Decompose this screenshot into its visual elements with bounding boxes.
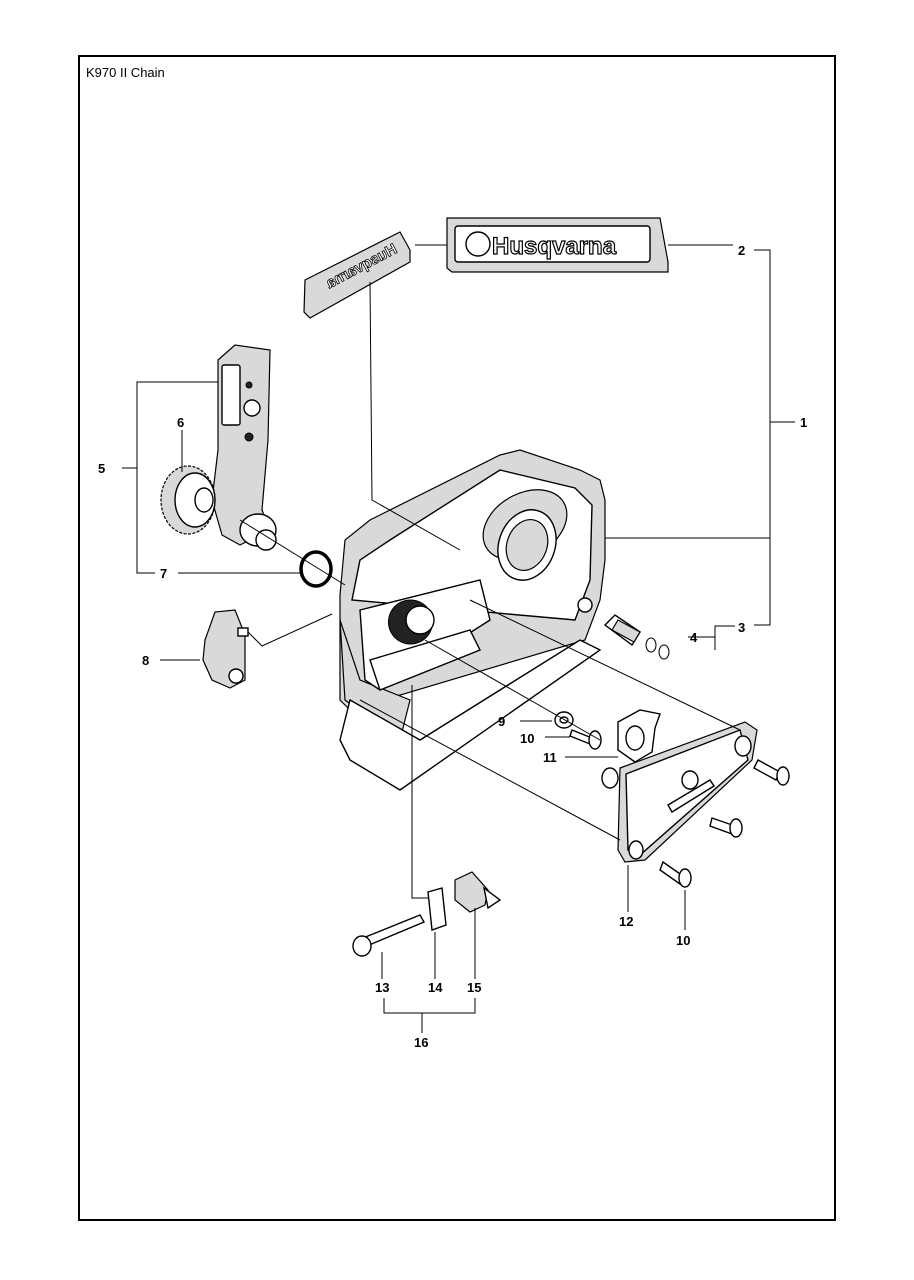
- callout-10b: 10: [676, 933, 690, 948]
- callout-10a: 10: [520, 731, 534, 746]
- callout-9: 9: [498, 714, 505, 729]
- diagram-title: K970 II Chain: [86, 65, 165, 80]
- gear-wheel: [160, 465, 216, 535]
- tension-arm: [211, 344, 277, 551]
- callout-3: 3: [738, 620, 745, 635]
- callout-14: 14: [428, 980, 443, 995]
- tension-nut: [427, 887, 447, 931]
- callout-2: 2: [738, 243, 745, 258]
- callout-4: 4: [690, 630, 698, 645]
- side-plate: [601, 721, 758, 863]
- callout-7: 7: [160, 566, 167, 581]
- callout-6: 6: [177, 415, 184, 430]
- callout-13: 13: [375, 980, 389, 995]
- callout-5: 5: [98, 461, 105, 476]
- nozzle-assembly: [603, 614, 670, 660]
- screw-small: [569, 729, 602, 750]
- callout-12: 12: [619, 914, 633, 929]
- callout-1: 1: [800, 415, 807, 430]
- adjust-knob: [202, 609, 249, 689]
- tension-block: [454, 871, 502, 913]
- plate-screws: [659, 759, 790, 888]
- diagram-frame: [78, 55, 836, 1221]
- callout-16: 16: [414, 1035, 428, 1050]
- callout-8: 8: [142, 653, 149, 668]
- decal-mirrored: Husqvarna: [303, 231, 411, 319]
- tension-bolt: [352, 914, 426, 957]
- decal-husqvarna: Husqvarna: [446, 217, 669, 273]
- callout-15: 15: [467, 980, 481, 995]
- chain-cover-housing: [339, 449, 606, 791]
- leader-lines: [122, 244, 795, 1033]
- o-ring: [299, 550, 333, 588]
- decal-brand-text: Husqvarna: [492, 233, 617, 260]
- callout-11: 11: [543, 750, 557, 765]
